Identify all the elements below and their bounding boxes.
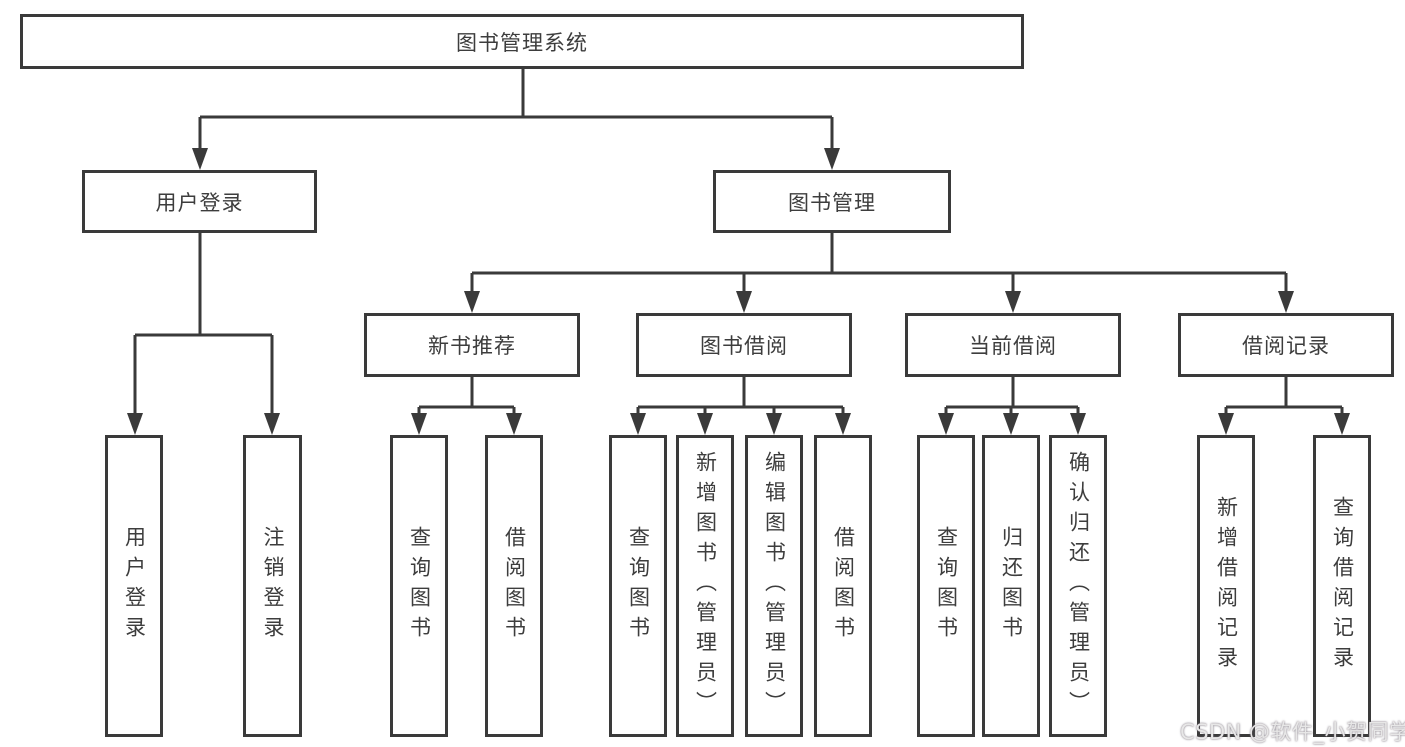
leaf-logout-label: 注销登录 <box>261 526 285 646</box>
leaf-user-login-label: 用户登录 <box>122 526 147 646</box>
node-new-book-recommend: 新书推荐 <box>364 313 580 377</box>
connector-borrow-records-children <box>1218 377 1350 435</box>
arrowhead-icon <box>1218 413 1234 435</box>
node-book-borrowing: 图书借阅 <box>636 313 852 377</box>
arrowhead-icon <box>506 413 522 435</box>
leaf-add-borrow-record: 新增借阅记录 <box>1197 435 1255 737</box>
connector-root-to-level2 <box>192 69 840 170</box>
leaf-borrow-books-recommend-label: 借阅图书 <box>502 526 527 646</box>
arrowhead-icon <box>938 413 954 435</box>
node-user-login: 用户登录 <box>82 170 317 233</box>
leaf-query-books-borrowing: 查询图书 <box>609 435 667 737</box>
arrowhead-icon <box>264 413 280 435</box>
leaf-query-borrow-record: 查询借阅记录 <box>1313 435 1371 737</box>
leaf-edit-books-admin: 编辑图书（管理员） <box>745 435 803 737</box>
node-user-login-label: 用户登录 <box>155 190 244 215</box>
leaf-return-books: 归还图书 <box>982 435 1040 737</box>
leaf-borrow-books-borrowing: 借阅图书 <box>814 435 872 737</box>
leaf-borrow-books-recommend: 借阅图书 <box>485 435 543 737</box>
node-current-borrowing-label: 当前借阅 <box>969 334 1057 358</box>
node-borrow-records: 借阅记录 <box>1178 313 1394 377</box>
arrowhead-icon <box>697 413 713 435</box>
leaf-edit-books-admin-label: 编辑图书（管理员） <box>762 451 787 721</box>
arrowhead-icon <box>1003 413 1019 435</box>
arrowhead-icon <box>1278 291 1294 313</box>
connector-new-book-recommend-children <box>411 377 522 435</box>
connector-book-borrowing-children <box>630 377 851 435</box>
arrowhead-icon <box>1334 413 1350 435</box>
arrowhead-icon <box>766 413 782 435</box>
node-new-book-recommend-label: 新书推荐 <box>428 334 516 358</box>
node-book-management: 图书管理 <box>713 170 951 233</box>
leaf-add-borrow-record-label: 新增借阅记录 <box>1214 496 1239 676</box>
leaf-query-borrow-record-label: 查询借阅记录 <box>1330 496 1355 676</box>
node-book-borrowing-label: 图书借阅 <box>700 334 788 358</box>
leaf-user-login: 用户登录 <box>105 435 163 737</box>
arrowhead-icon <box>192 148 208 170</box>
node-root-system: 图书管理系统 <box>20 14 1024 69</box>
arrowhead-icon <box>1005 291 1021 313</box>
leaf-query-books-recommend: 查询图书 <box>390 435 448 737</box>
leaf-return-books-label: 归还图书 <box>999 526 1024 646</box>
connector-current-borrowing-children <box>938 377 1086 435</box>
node-borrow-records-label: 借阅记录 <box>1242 334 1330 358</box>
node-book-management-label: 图书管理 <box>788 190 876 215</box>
leaf-borrow-books-borrowing-label: 借阅图书 <box>831 526 856 646</box>
node-root-label: 图书管理系统 <box>456 30 588 55</box>
leaf-query-books-recommend-label: 查询图书 <box>407 526 432 646</box>
arrowhead-icon <box>127 413 143 435</box>
arrowhead-icon <box>1070 413 1086 435</box>
leaf-query-books-current: 查询图书 <box>917 435 975 737</box>
arrowhead-icon <box>824 148 840 170</box>
arrowhead-icon <box>835 413 851 435</box>
connector-user-login-children <box>127 233 280 435</box>
leaf-query-books-borrowing-label: 查询图书 <box>626 526 651 646</box>
arrowhead-icon <box>736 291 752 313</box>
leaf-confirm-return-admin-label: 确认归还（管理员） <box>1066 451 1091 721</box>
leaf-add-books-admin-label: 新增图书（管理员） <box>693 451 718 721</box>
node-current-borrowing: 当前借阅 <box>905 313 1121 377</box>
connector-book-management-children <box>464 233 1294 313</box>
leaf-logout: 注销登录 <box>243 435 302 737</box>
arrowhead-icon <box>630 413 646 435</box>
leaf-confirm-return-admin: 确认归还（管理员） <box>1049 435 1107 737</box>
arrowhead-icon <box>411 413 427 435</box>
leaf-query-books-current-label: 查询图书 <box>934 526 959 646</box>
arrowhead-icon <box>464 291 480 313</box>
leaf-add-books-admin: 新增图书（管理员） <box>676 435 734 737</box>
